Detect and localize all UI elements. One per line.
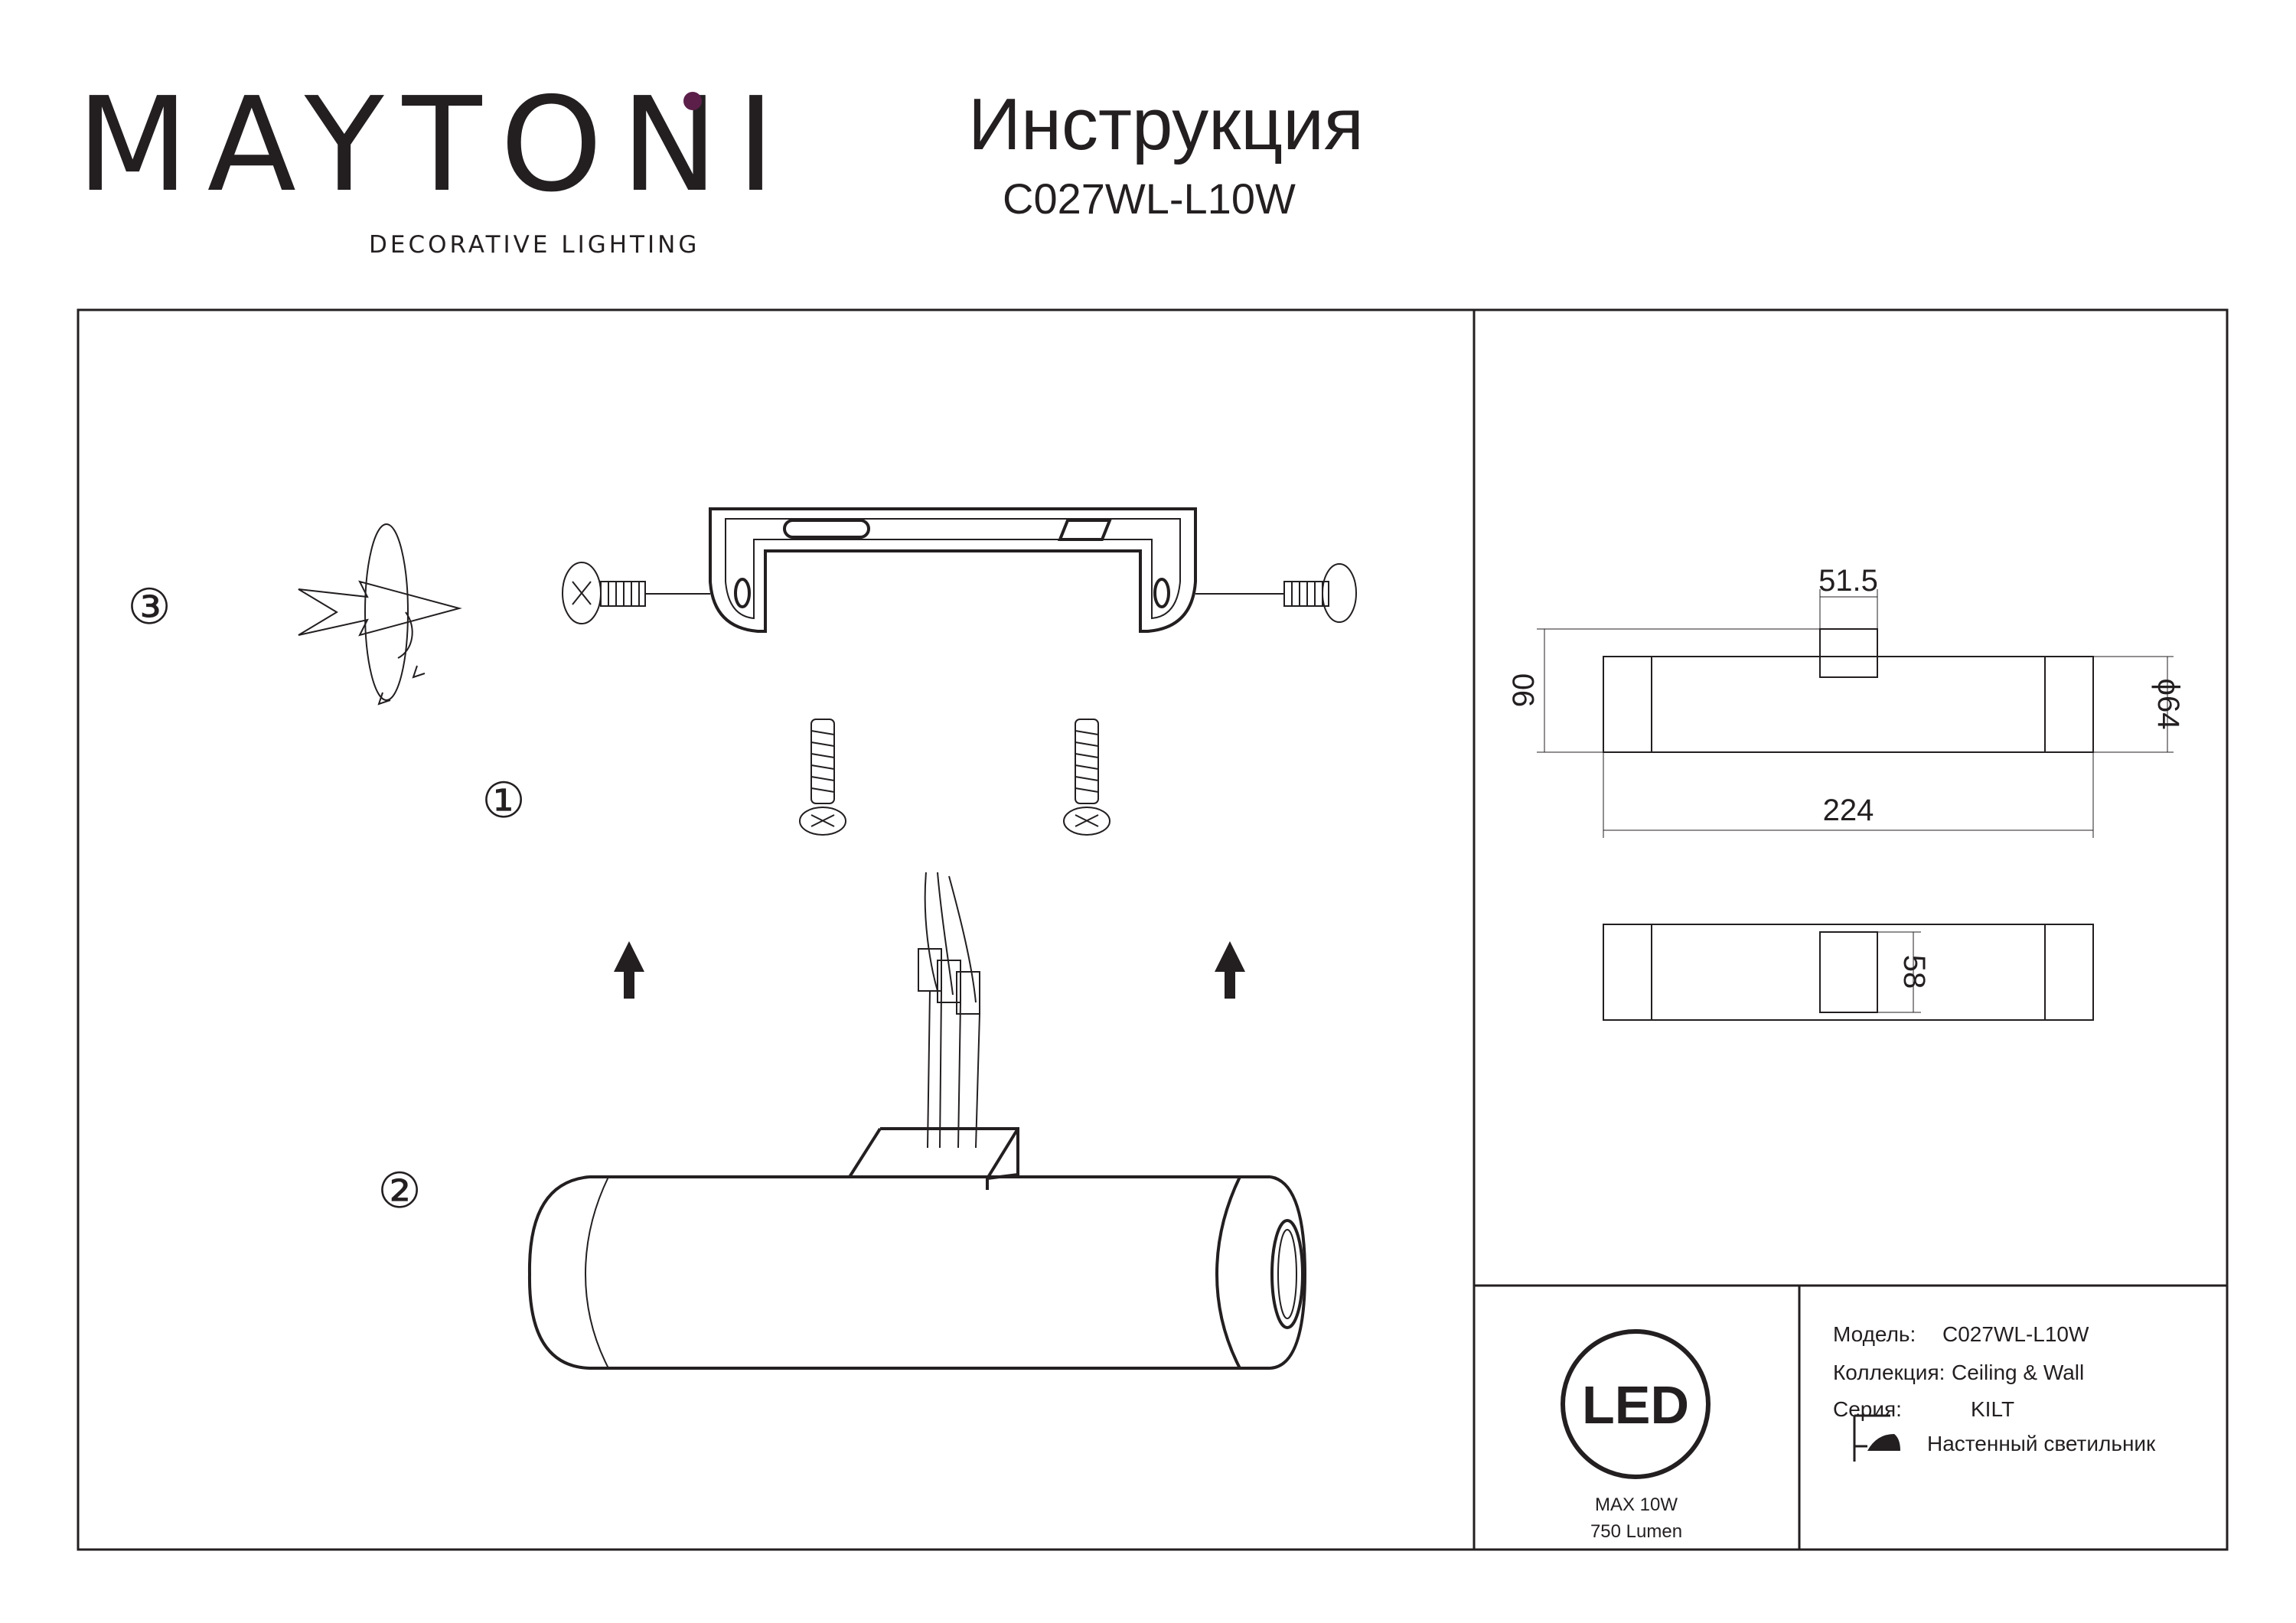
terminal-block-icon — [918, 872, 980, 1149]
dimension-base: 58 — [1897, 955, 1931, 989]
wall-anchor-screw-icon — [1063, 719, 1110, 836]
document-model-code: C027WL-L10W — [1003, 174, 1296, 223]
step-number-2: ② — [377, 1163, 421, 1218]
step-number-1: ① — [481, 773, 525, 828]
screw-icon — [562, 562, 710, 624]
brand-logo: MAYTONI — [77, 80, 794, 210]
spec-series-value: KILT — [1971, 1397, 2015, 1421]
dimension-height: 90 — [1507, 673, 1541, 708]
rotate-screw-icon — [298, 523, 462, 706]
dimension-length: 224 — [1823, 794, 1874, 827]
mounting-bracket — [709, 507, 1197, 633]
spec-collection-value: Ceiling & Wall — [1952, 1361, 2085, 1384]
brand-logo-i: I — [736, 70, 793, 221]
brand-logo-dot — [683, 92, 702, 110]
dimension-width-top: 51.5 — [1818, 564, 1878, 598]
brand-logo-ayton: AYTON — [207, 70, 737, 221]
spec-model-label: Модель: — [1833, 1322, 1916, 1346]
brand-logo-i-letter: I — [736, 70, 794, 221]
dimension-drawing — [1537, 589, 2174, 1021]
spec-model-value: C027WL-L10W — [1942, 1322, 2089, 1346]
wall-anchor-screw-icon — [799, 719, 846, 836]
dimension-diameter: ϕ64 — [2151, 679, 2185, 730]
screw-icon — [1195, 563, 1357, 623]
arrow-up-icon — [614, 941, 644, 999]
fixture-cylinder — [527, 1127, 1307, 1370]
spec-type-value: Настенный светильник — [1927, 1432, 2156, 1455]
spec-series-label: Серия: — [1833, 1397, 1902, 1421]
spec-collection-label: Коллекция: — [1833, 1361, 1945, 1384]
step-number-3: ③ — [127, 579, 171, 634]
wall-lamp-icon — [1853, 1414, 1900, 1462]
led-lumen: 750 Lumen — [1590, 1521, 1683, 1542]
arrow-up-icon — [1215, 941, 1245, 999]
brand-logo-m: M — [77, 70, 207, 221]
led-badge-label: LED — [1582, 1375, 1689, 1435]
led-badge-circle — [1561, 1329, 1711, 1479]
outer-frame — [77, 308, 2229, 1551]
brand-tagline: DECORATIVE LIGHTING — [369, 231, 700, 259]
led-max-power: MAX 10W — [1594, 1494, 1678, 1515]
document-title: Инструкция — [968, 83, 1364, 165]
